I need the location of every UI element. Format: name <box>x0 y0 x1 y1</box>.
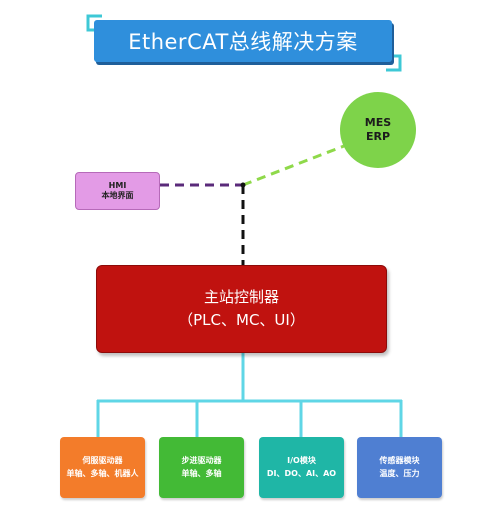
servo-drive-node: 伺服驱动器 单轴、多轴、机器人 <box>60 437 145 498</box>
servo-drive-label: 伺服驱动器 <box>82 455 123 465</box>
erp-label: ERP <box>365 130 391 143</box>
stepper-drive-sublabel: 单轴、多轴 <box>181 468 222 478</box>
junction-dot <box>240 182 246 188</box>
io-module-label: I/O模块 <box>287 455 316 465</box>
diagram-title: EtherCAT总线解决方案 <box>94 20 392 62</box>
sensor-module-sublabel: 温度、压力 <box>379 468 420 478</box>
title-bracket-left <box>86 14 102 32</box>
mes-erp-node: MES ERP <box>340 92 416 168</box>
hmi-sublabel: 本地界面 <box>101 191 134 200</box>
master-label: 主站控制器 <box>203 287 279 306</box>
diagram-title-text: EtherCAT总线解决方案 <box>128 30 358 54</box>
servo-drive-sublabel: 单轴、多轴、机器人 <box>66 468 139 478</box>
master-sublabel: （PLC、MC、UI） <box>178 311 305 329</box>
hmi-node: HMI 本地界面 <box>75 172 160 210</box>
mes-link-line <box>242 144 345 187</box>
sensor-module-label: 传感器模块 <box>379 455 420 465</box>
mes-label: MES <box>364 115 392 129</box>
sensor-module-node: 传感器模块 温度、压力 <box>357 437 442 498</box>
io-module-sublabel: DI、DO、AI、AO <box>266 468 337 478</box>
stepper-drive-node: 步进驱动器 单轴、多轴 <box>159 437 244 498</box>
master-controller-node: 主站控制器 （PLC、MC、UI） <box>96 265 387 353</box>
title-bracket-right <box>386 54 402 72</box>
stepper-drive-label: 步进驱动器 <box>181 455 222 465</box>
io-module-node: I/O模块 DI、DO、AI、AO <box>259 437 344 498</box>
hmi-label: HMI <box>108 180 127 190</box>
